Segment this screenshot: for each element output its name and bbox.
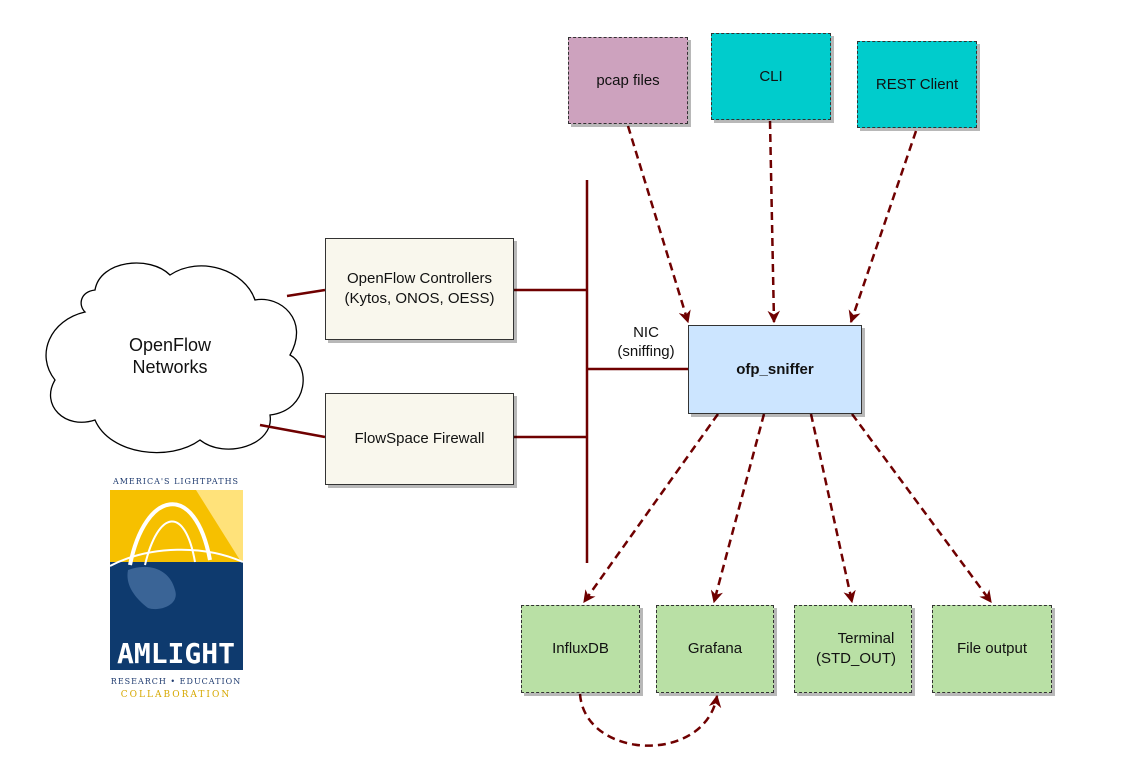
logo-continent bbox=[127, 566, 176, 610]
sniffer-to-terminal-arrow bbox=[809, 413, 856, 604]
grafana-box[interactable]: Grafana bbox=[656, 605, 774, 693]
sniffer-to-influxdb-arrow bbox=[582, 413, 720, 604]
cloud-label-line2: Networks bbox=[132, 357, 208, 377]
terminal-label-line2: (STD_OUT) bbox=[816, 650, 896, 667]
rest-client-box[interactable]: REST Client bbox=[857, 41, 977, 128]
logo-globe-arc bbox=[109, 548, 244, 567]
influxdb-to-grafana-arrow bbox=[578, 693, 722, 747]
sniffer-to-grafana-arrow bbox=[710, 413, 766, 604]
logo-name-text: AMLIGHT bbox=[117, 637, 235, 670]
sniffer-to-file-arrow bbox=[850, 413, 993, 604]
cli-box[interactable]: CLI bbox=[711, 33, 831, 120]
pcap-to-sniffer-arrow bbox=[626, 125, 691, 324]
ofp-sniffer-box[interactable]: ofp_sniffer bbox=[688, 325, 862, 414]
controllers-label-line1: OpenFlow Controllers bbox=[346, 270, 493, 287]
cli-label: CLI bbox=[759, 67, 783, 85]
file-output-label: File output bbox=[956, 640, 1028, 657]
cloud-label: OpenFlow Networks bbox=[100, 334, 240, 378]
pcap-files-box[interactable]: pcap files bbox=[568, 37, 688, 124]
ofp-sniffer-label: ofp_sniffer bbox=[736, 360, 814, 378]
rest-to-sniffer-arrow bbox=[848, 130, 918, 324]
nic-label: NIC (sniffing) bbox=[606, 323, 686, 361]
pcap-files-label: pcap files bbox=[596, 71, 660, 89]
cloud-controllers-link bbox=[286, 288, 326, 298]
cloud-firewall-link bbox=[259, 423, 326, 439]
dashed-arrows bbox=[578, 120, 993, 747]
amlight-logo: AMERICA'S LIGHTPATHS AMLIGHT RESEARCH • … bbox=[109, 477, 244, 700]
cloud-shape bbox=[45, 262, 304, 454]
influxdb-label: InfluxDB bbox=[552, 640, 609, 657]
firewall-label: FlowSpace Firewall bbox=[354, 430, 485, 447]
logo-arch-outer bbox=[128, 502, 212, 566]
controllers-label-line2: (Kytos, ONOS, OESS) bbox=[344, 290, 495, 307]
influxdb-box[interactable]: InfluxDB bbox=[521, 605, 640, 693]
openflow-controllers-box[interactable]: OpenFlow Controllers (Kytos, ONOS, OESS) bbox=[325, 238, 514, 340]
nic-label-line1: NIC bbox=[633, 324, 659, 341]
solid-connectors bbox=[259, 180, 688, 563]
nic-label-line2: (sniffing) bbox=[617, 343, 675, 360]
grafana-label: Grafana bbox=[687, 640, 743, 657]
terminal-box[interactable]: Terminal (STD_OUT) bbox=[794, 605, 912, 693]
logo-bottom-text: COLLABORATION bbox=[121, 690, 231, 700]
cli-to-sniffer-arrow bbox=[767, 120, 781, 324]
logo-top-text: AMERICA'S LIGHTPATHS bbox=[112, 477, 239, 486]
logo-rays bbox=[196, 490, 243, 565]
logo-sub-text: RESEARCH • EDUCATION bbox=[111, 677, 241, 686]
flowspace-firewall-box[interactable]: FlowSpace Firewall bbox=[325, 393, 514, 485]
file-output-box[interactable]: File output bbox=[932, 605, 1052, 693]
terminal-label-line1: Terminal bbox=[837, 630, 895, 647]
cloud-label-line1: OpenFlow bbox=[128, 335, 212, 355]
rest-client-label: REST Client bbox=[875, 75, 959, 93]
logo-arch-inner bbox=[144, 520, 196, 566]
